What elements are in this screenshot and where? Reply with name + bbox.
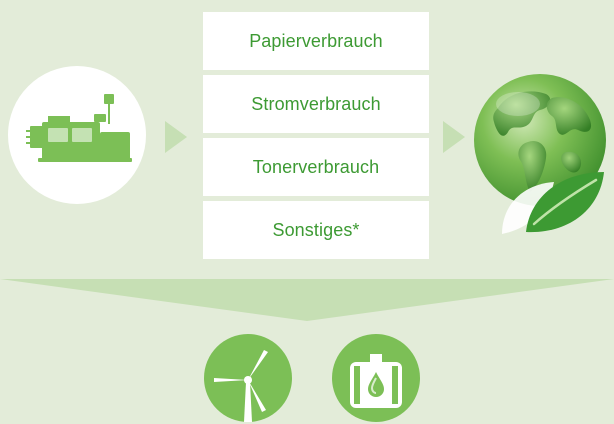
- printer-system-icon: [8, 66, 146, 204]
- input-label: Tonerverbrauch: [252, 156, 380, 177]
- green-globe-with-leaf-icon: [474, 74, 606, 234]
- downward-funnel-arrow: [0, 279, 614, 321]
- input-label: Stromverbrauch: [251, 93, 381, 114]
- input-toner-consumption: Tonerverbrauch: [203, 138, 429, 196]
- wind-turbine-icon: [204, 334, 292, 422]
- input-other: Sonstiges*: [203, 201, 429, 259]
- input-label: Papierverbrauch: [249, 30, 383, 51]
- arrow-right-icon: [443, 121, 465, 153]
- input-power-consumption: Stromverbrauch: [203, 75, 429, 133]
- input-paper-consumption: Papierverbrauch: [203, 12, 429, 70]
- input-label: Sonstiges*: [272, 219, 360, 240]
- oil-tank-icon: [332, 334, 420, 422]
- arrow-right-icon: [165, 121, 187, 153]
